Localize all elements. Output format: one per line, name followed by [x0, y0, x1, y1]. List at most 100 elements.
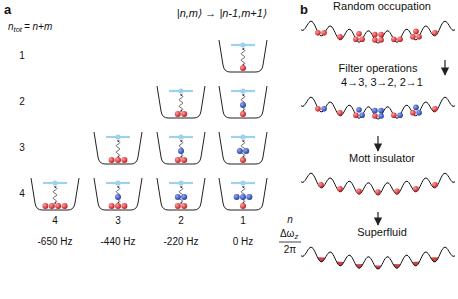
red-atom — [413, 29, 419, 35]
optical-lattice — [300, 165, 458, 211]
red-atom — [181, 157, 187, 163]
red-atom — [394, 188, 400, 194]
stage-label: Mott insulator — [300, 152, 458, 165]
red-atom — [378, 37, 384, 43]
axis-label: -440 Hz — [100, 236, 135, 247]
target-atom — [240, 42, 245, 47]
target-atom — [240, 134, 245, 139]
blue-atom — [234, 194, 240, 200]
red-atom — [410, 110, 416, 116]
lattice-potential — [301, 247, 455, 269]
axis-label: 2π — [284, 244, 296, 255]
axis-label: 2 — [178, 215, 184, 226]
blue-atom — [240, 102, 246, 108]
red-atom — [121, 157, 127, 163]
stage-arrow — [377, 136, 378, 151]
label-group: 2 — [19, 96, 25, 108]
label-group: 1 — [19, 50, 25, 62]
fraction-bar — [279, 242, 301, 243]
red-atom — [413, 186, 419, 192]
well-potential — [157, 86, 205, 118]
red-atom — [240, 65, 246, 71]
double-well — [219, 178, 267, 210]
lattice-potential — [301, 173, 455, 195]
blue-atom — [321, 106, 327, 112]
red-atom — [372, 113, 378, 119]
well-potential — [31, 178, 79, 210]
red-atom — [55, 203, 61, 209]
axis-label: 4 — [52, 215, 58, 226]
stage-label: Superfluid — [300, 226, 458, 239]
axis-label: 1 — [19, 50, 25, 61]
double-well — [157, 86, 205, 118]
label-group: 3 — [19, 142, 25, 154]
red-atom — [49, 203, 55, 209]
axis-label: -220 Hz — [163, 236, 198, 247]
red-atom — [356, 31, 362, 37]
edge-label: Filter operations — [337, 61, 420, 74]
lattice-stage: Random occupation — [300, 0, 458, 59]
well-potential — [157, 178, 205, 210]
blue-atom — [178, 148, 184, 154]
label-group: |n,m⟩ → |n-1,m+1⟩ — [177, 7, 267, 20]
axis-label: n — [8, 21, 14, 32]
label-group: 4 — [19, 188, 25, 200]
target-atom — [178, 180, 183, 185]
axis-label: 3 — [115, 215, 121, 226]
label-group: 3 — [115, 215, 121, 227]
red-atom — [397, 36, 403, 42]
red-atom — [240, 203, 246, 209]
axis-label: -650 Hz — [37, 236, 72, 247]
red-atom — [175, 203, 181, 209]
red-atom — [109, 157, 115, 163]
red-atom — [372, 37, 378, 43]
red-atom — [372, 32, 378, 38]
red-atom — [353, 36, 359, 42]
axis-label: |n,m⟩ → |n-1,m+1⟩ — [177, 7, 267, 19]
red-atom — [321, 30, 327, 36]
axis-label: 1 — [240, 215, 246, 226]
red-atom — [391, 112, 397, 118]
label-group: Δωz — [280, 228, 300, 243]
lattice-potential — [301, 21, 455, 43]
red-atom — [175, 111, 181, 117]
stage-arrow — [444, 60, 445, 75]
stage-arrow — [377, 212, 378, 225]
red-atom — [432, 182, 438, 188]
well-potential — [94, 132, 142, 164]
axis-label: 0 Hz — [233, 236, 254, 247]
well-potential — [219, 132, 267, 164]
double-well — [157, 132, 205, 164]
axis-label: b — [300, 2, 308, 17]
label-group: 0 Hz — [233, 236, 254, 248]
label-group: b — [300, 2, 308, 17]
red-atom — [353, 112, 359, 118]
axis-label: n — [287, 214, 293, 225]
target-atom — [240, 88, 245, 93]
red-atom — [181, 203, 187, 209]
red-atom — [337, 110, 343, 116]
well-potential — [157, 132, 205, 164]
red-atom — [318, 182, 324, 188]
label-group: ntot= n+m — [8, 21, 52, 36]
blue-atom — [416, 110, 422, 116]
red-atom — [359, 36, 365, 42]
double-well — [219, 132, 267, 164]
double-well — [219, 40, 267, 72]
axis-label: z — [294, 232, 298, 241]
blue-atom — [378, 113, 384, 119]
blue-atom — [237, 148, 243, 154]
red-atom — [337, 186, 343, 192]
red-atom — [121, 203, 127, 209]
double-well — [157, 178, 205, 210]
optical-lattice — [300, 13, 458, 59]
label-group: n — [287, 214, 293, 226]
target-atom — [52, 180, 57, 185]
optical-lattice — [300, 239, 458, 285]
label-group: -440 Hz — [100, 236, 135, 248]
transition-arrow — [53, 187, 57, 203]
well-potential — [219, 40, 267, 72]
blue-atom — [397, 112, 403, 118]
axis-label: 3 — [19, 142, 25, 153]
